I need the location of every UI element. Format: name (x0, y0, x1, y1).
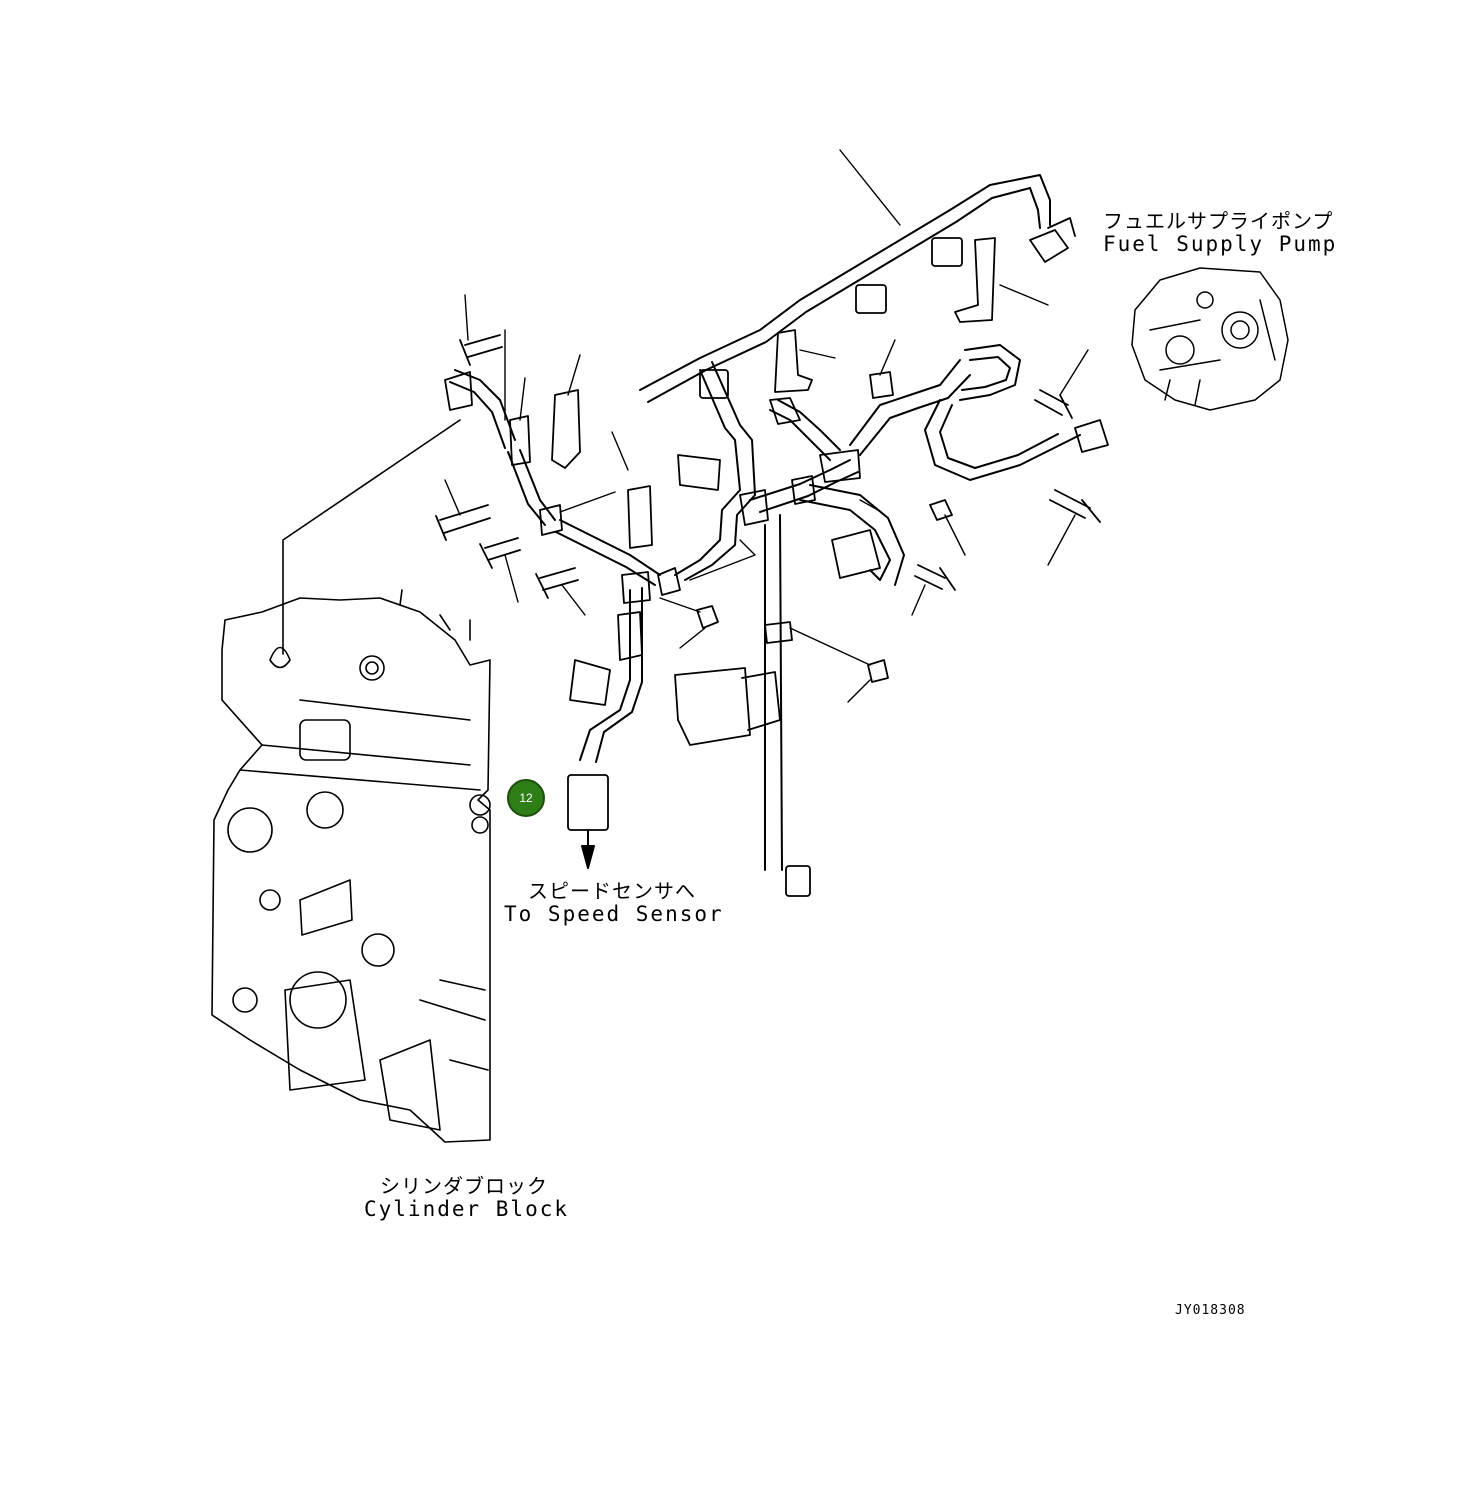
speed-sensor-arrow (581, 829, 595, 869)
fuel-supply-pump-drawing (1131, 267, 1289, 411)
speed-sensor-label-en: To Speed Sensor (504, 902, 724, 926)
cylinder-block-drawing (211, 419, 491, 1143)
connectors (444, 217, 1109, 897)
fasteners (435, 334, 1101, 683)
cylinder-block-label-jp: シリンダブロック (380, 1174, 548, 1198)
part-callout-12[interactable]: 12 (507, 779, 545, 817)
brackets (509, 237, 996, 644)
fuel-supply-pump-label-jp: フュエルサプライポンプ (1103, 209, 1334, 233)
speed-sensor-label-jp: スピードセンサへ (528, 879, 696, 903)
callout-number: 12 (519, 791, 533, 805)
main-harness (449, 174, 1081, 871)
cylinder-block-label-en: Cylinder Block (364, 1197, 570, 1221)
fuel-supply-pump-label-en: Fuel Supply Pump (1103, 232, 1338, 256)
drawing-number: JY018308 (1175, 1303, 1246, 1318)
leader-lines (444, 149, 1089, 703)
